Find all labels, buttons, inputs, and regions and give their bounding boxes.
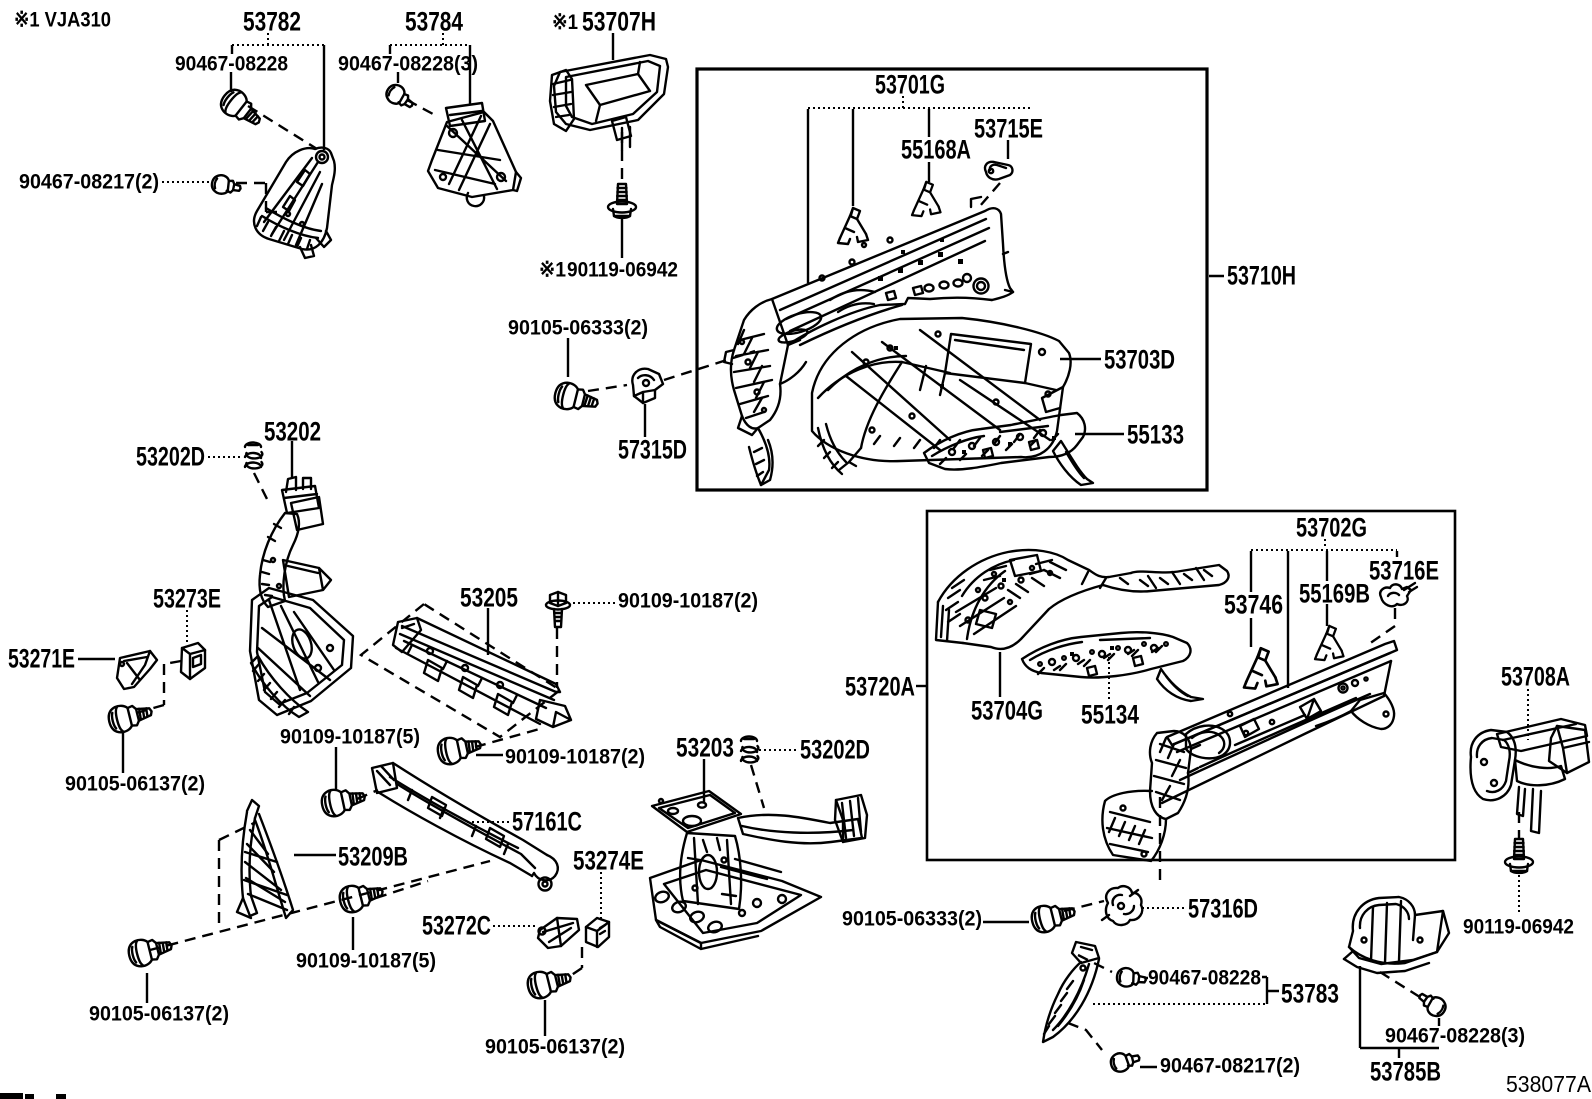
svg-text:53209B: 53209B [338,842,408,872]
svg-text:90467-08228: 90467-08228 [1148,966,1261,990]
svg-text:53784: 53784 [405,7,463,37]
svg-text:53202D: 53202D [800,735,870,765]
svg-text:53783: 53783 [1281,979,1339,1009]
svg-text:55134: 55134 [1081,700,1139,730]
svg-text:53202D: 53202D [136,442,205,472]
svg-text:53701G: 53701G [875,70,945,100]
svg-text:53708A: 53708A [1501,662,1570,692]
svg-text:53271E: 53271E [8,644,75,674]
svg-text:90467-08228: 90467-08228 [175,52,288,76]
svg-text:90119-06942: 90119-06942 [567,258,678,282]
svg-text:53746: 53746 [1224,590,1283,620]
svg-text:53716E: 53716E [1369,556,1439,586]
svg-text:53707H: 53707H [582,7,656,37]
svg-text:53720A: 53720A [845,672,915,702]
svg-text:※1: ※1 [552,10,578,34]
svg-text:90119-06942: 90119-06942 [1463,915,1574,939]
svg-text:55133: 55133 [1127,420,1184,450]
svg-text:53704G: 53704G [971,696,1043,726]
svg-text:53785B: 53785B [1370,1057,1441,1087]
svg-text:57316D: 57316D [1188,894,1258,924]
svg-text:57161C: 57161C [512,807,582,837]
svg-text:※1: ※1 [539,258,566,282]
svg-text:90105-06333(2): 90105-06333(2) [508,316,648,340]
svg-text:538077A: 538077A [1506,1071,1592,1097]
svg-text:90467-08228(3): 90467-08228(3) [338,52,478,76]
svg-text:55169B: 55169B [1299,579,1370,609]
svg-text:57315D: 57315D [618,435,687,465]
svg-text:90467-08228(3): 90467-08228(3) [1385,1024,1525,1048]
svg-text:53205: 53205 [460,583,518,613]
svg-text:53702G: 53702G [1296,513,1367,543]
svg-text:90109-10187(2): 90109-10187(2) [618,589,758,613]
svg-text:53203: 53203 [676,733,734,763]
svg-text:53274E: 53274E [573,846,644,876]
svg-text:90467-08217(2): 90467-08217(2) [19,170,159,194]
svg-text:90105-06333(2): 90105-06333(2) [842,907,982,931]
svg-text:90109-10187(2): 90109-10187(2) [505,745,645,769]
svg-text:53703D: 53703D [1104,345,1175,375]
svg-text:53272C: 53272C [422,911,491,941]
svg-text:90109-10187(5): 90109-10187(5) [280,725,420,749]
svg-text:90105-06137(2): 90105-06137(2) [89,1002,229,1026]
svg-text:53782: 53782 [243,7,301,37]
svg-text:※1 VJA310: ※1 VJA310 [14,8,111,32]
svg-text:90109-10187(5): 90109-10187(5) [296,949,436,973]
svg-text:90105-06137(2): 90105-06137(2) [65,772,205,796]
svg-text:55168A: 55168A [901,135,971,165]
svg-text:90105-06137(2): 90105-06137(2) [485,1035,625,1059]
svg-text:90467-08217(2): 90467-08217(2) [1160,1054,1300,1078]
svg-text:53710H: 53710H [1227,261,1296,291]
svg-text:53715E: 53715E [974,114,1043,144]
svg-text:53273E: 53273E [153,584,221,614]
